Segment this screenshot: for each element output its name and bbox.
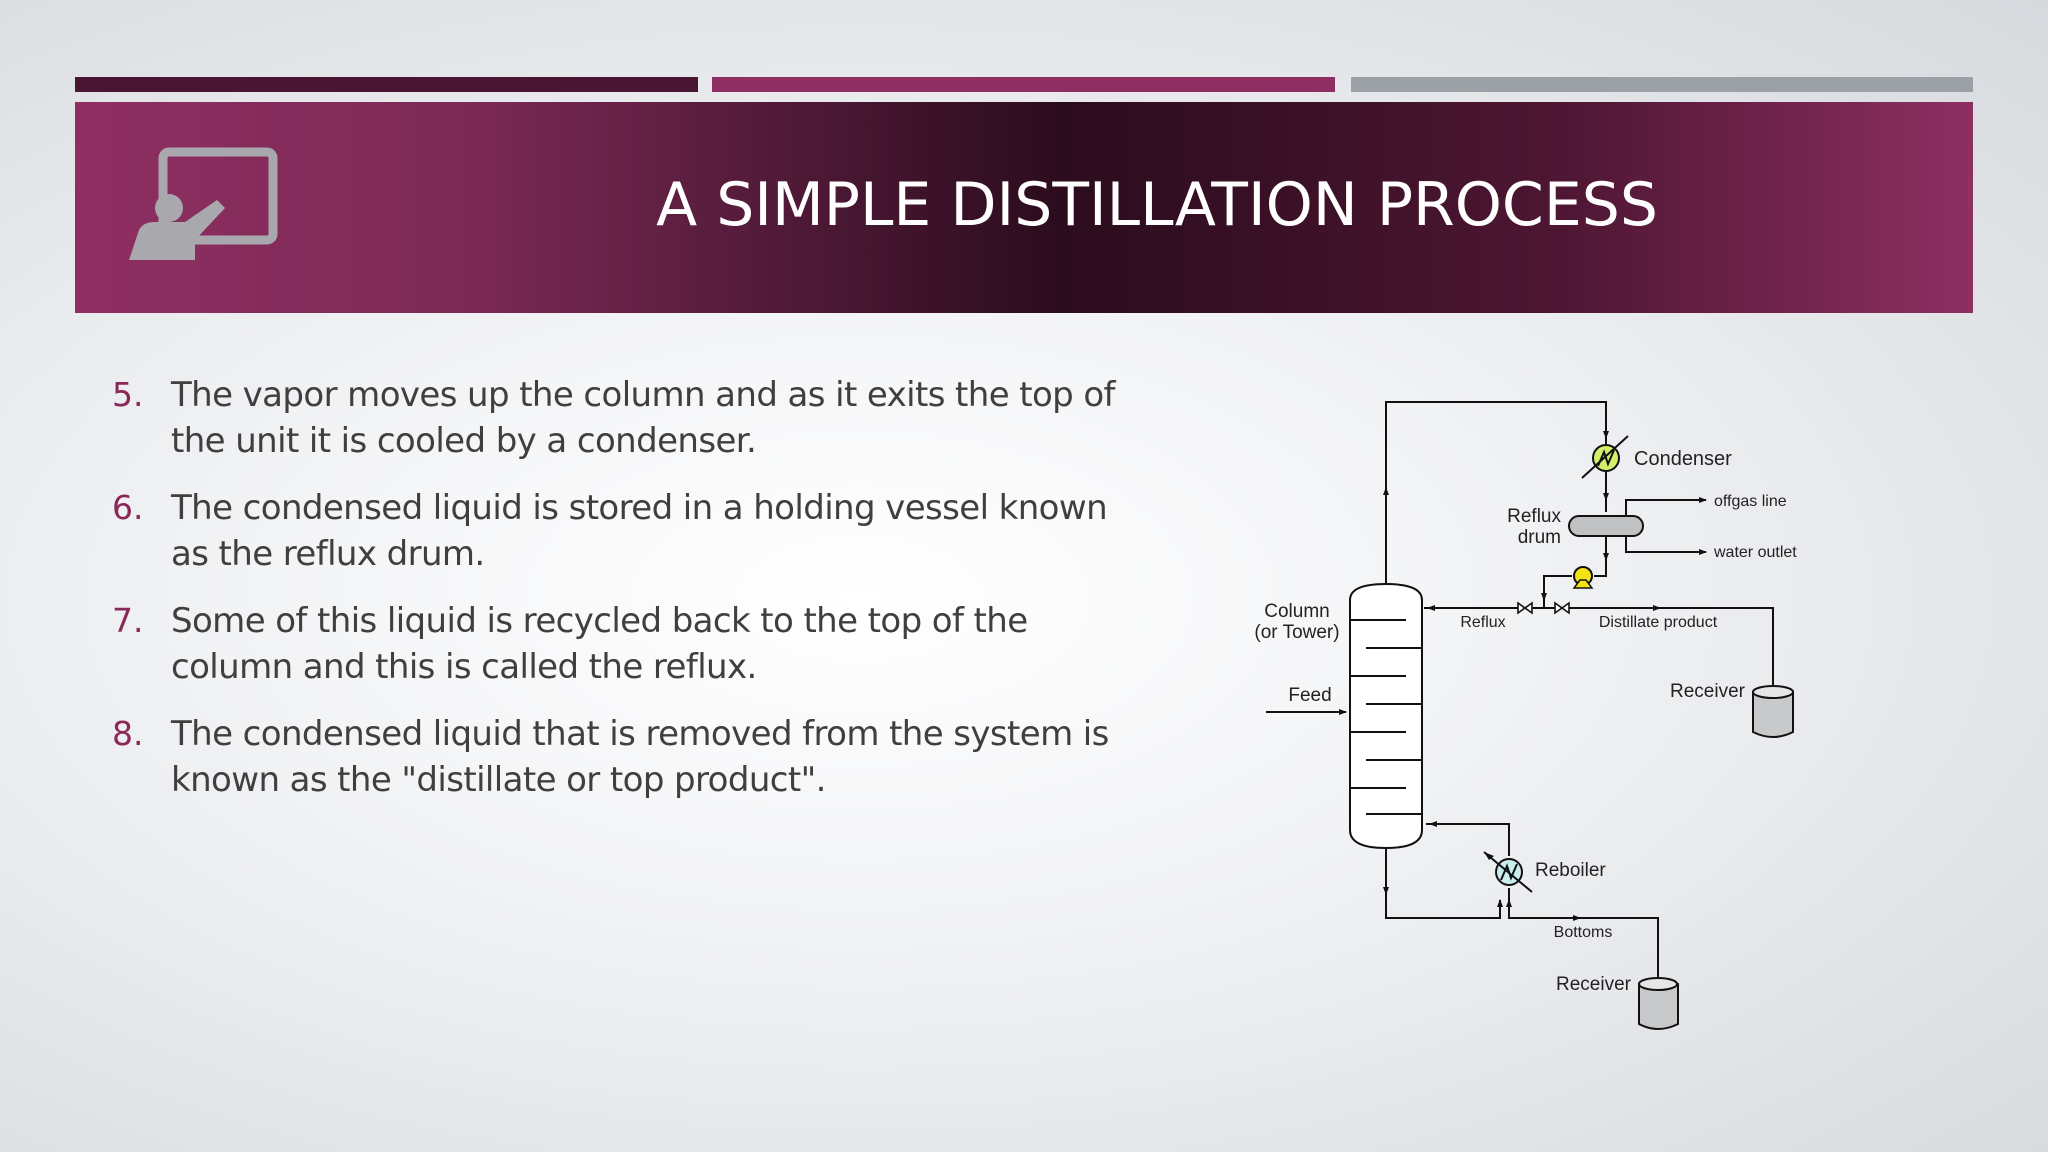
distillate-label: Distillate product	[1599, 614, 1718, 631]
condenser-icon	[1581, 435, 1629, 479]
condenser-label: Condenser	[1634, 448, 1732, 470]
reboiler-icon	[1483, 851, 1533, 893]
column-label-2: (or Tower)	[1254, 622, 1339, 643]
reflux-drum-label-1: Reflux	[1507, 506, 1561, 527]
distillation-column	[1349, 582, 1423, 850]
reflux-drum-label-2: drum	[1518, 527, 1561, 548]
distillation-diagram: Condenser offgas line Reflux drum water …	[1254, 401, 1797, 1030]
accent-bar-magenta	[712, 77, 1335, 92]
receiver-top-label: Receiver	[1670, 681, 1746, 702]
receiver-bottom-label: Receiver	[1556, 974, 1632, 995]
list-text: The condensed liquid is stored in a hold…	[171, 488, 1108, 574]
list-number: 6.	[112, 488, 144, 527]
reboiler-label: Reboiler	[1535, 860, 1606, 881]
title-banner	[75, 102, 1973, 313]
accent-bar-dark	[75, 77, 698, 92]
list-item: 6. The condensed liquid is stored in a h…	[100, 485, 1108, 577]
vapor-line	[1385, 401, 1607, 584]
column-label-1: Column	[1264, 601, 1329, 622]
list-item: 7. Some of this liquid is recycled back …	[100, 598, 1100, 690]
reflux-label: Reflux	[1460, 614, 1505, 631]
slide-title: A SIMPLE DISTILLATION PROCESS	[656, 170, 1658, 240]
reflux-drum	[1568, 515, 1644, 537]
list-text: The vapor moves up the column and as it …	[171, 375, 1116, 461]
bullet-list: 5. The vapor moves up the column and as …	[100, 372, 1116, 824]
list-number: 7.	[112, 601, 144, 640]
list-item: 5. The vapor moves up the column and as …	[100, 372, 1116, 464]
list-text: Some of this liquid is recycled back to …	[171, 601, 1028, 687]
water-outlet-label: water outlet	[1713, 544, 1797, 561]
feed-label: Feed	[1288, 685, 1331, 706]
pump-icon	[1572, 566, 1594, 589]
accent-bar-gray	[1351, 77, 1973, 92]
offgas-label: offgas line	[1714, 493, 1787, 510]
receiver-top-icon	[1752, 685, 1794, 738]
list-text: The condensed liquid that is removed fro…	[171, 714, 1109, 800]
bottoms-label: Bottoms	[1554, 924, 1613, 941]
list-item: 8. The condensed liquid that is removed …	[100, 711, 1109, 803]
valve-icon	[1517, 601, 1570, 615]
receiver-bottom-icon	[1638, 977, 1679, 1030]
list-number: 8.	[112, 714, 144, 753]
list-number: 5.	[112, 375, 144, 414]
presenter-at-board-icon	[129, 147, 278, 260]
